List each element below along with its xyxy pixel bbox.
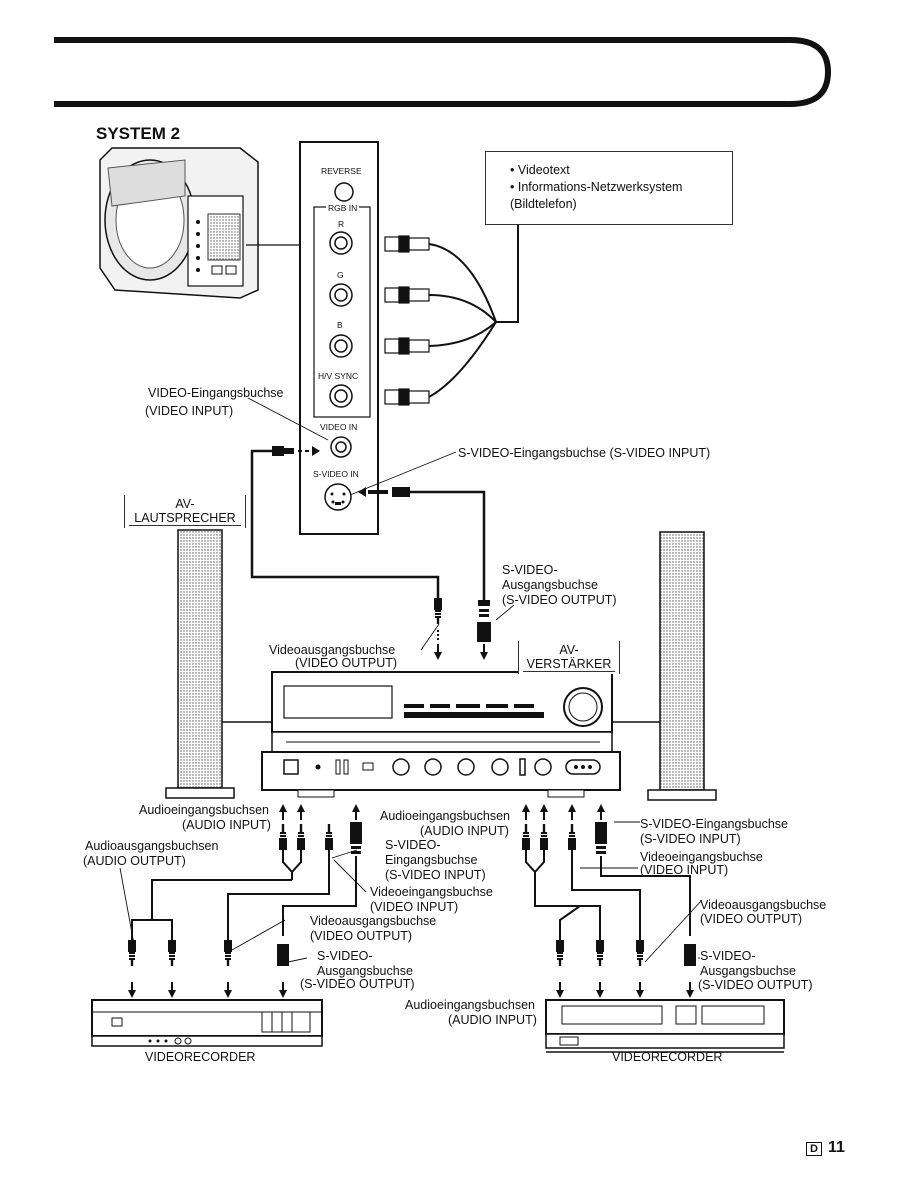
video-output-label-2: (VIDEO OUTPUT)	[295, 656, 398, 670]
language-badge: D	[806, 1142, 822, 1156]
page-footer: D 11	[806, 1139, 845, 1157]
video-cables	[247, 397, 486, 600]
vcr-audio-in-1: Audioeingangsbuchsen	[405, 998, 535, 1012]
info-item: (Bildtelefon)	[510, 197, 577, 211]
left-video-out-2: (VIDEO OUTPUT)	[310, 929, 413, 943]
av-speaker-line: LAUTSPRECHER	[129, 511, 241, 526]
av-amp-line: AV-	[559, 643, 579, 657]
b-label: B	[337, 320, 343, 330]
right-video-in-2: (VIDEO INPUT)	[640, 863, 729, 877]
svideo-output-label-1: S-VIDEO-	[502, 563, 558, 577]
video-input-label-en: (VIDEO INPUT)	[145, 404, 234, 418]
page-title: SYSTEM 2	[96, 124, 181, 143]
right-audio-in-2: (AUDIO INPUT)	[420, 824, 509, 838]
right-svideo-out-1: S-VIDEO-	[700, 949, 756, 963]
projector-illustration	[99, 147, 300, 299]
vcr-right	[545, 999, 785, 1053]
page-number: 11	[827, 1139, 845, 1156]
right-svideo-in-1: S-VIDEO-Eingangsbuchse	[640, 817, 788, 831]
right-svideo-out-3: (S-VIDEO OUTPUT)	[698, 978, 813, 992]
left-video-out-1: Videoausgangsbuchse	[310, 914, 437, 928]
av-amplifier	[261, 671, 621, 798]
right-amp-plugs	[522, 804, 703, 998]
svideo-input-label: S-VIDEO-Eingangsbuchse (S-VIDEO INPUT)	[458, 446, 711, 460]
info-item: • Videotext	[510, 163, 570, 177]
left-audio-out-1: Audioausgangsbuchsen	[85, 839, 219, 853]
video-in-label: VIDEO IN	[320, 422, 358, 432]
left-video-in-2: (VIDEO INPUT)	[370, 900, 459, 914]
svideo-output-label-3: (S-VIDEO OUTPUT)	[502, 593, 617, 607]
right-video-out-2: (VIDEO OUTPUT)	[700, 912, 803, 926]
vcr-left	[91, 999, 323, 1047]
av-speaker-line: AV-	[175, 497, 195, 511]
left-svideo-out-1: S-VIDEO-	[317, 949, 373, 963]
svideo-output-label-2: Ausgangsbuchse	[502, 578, 598, 592]
hv-sync-label: H/V SYNC	[318, 371, 359, 381]
av-speaker-tag: AV- LAUTSPRECHER	[124, 495, 246, 528]
vcr-left-label: VIDEORECORDER	[145, 1050, 256, 1064]
av-amp-line: VERSTÄRKER	[523, 657, 615, 672]
bnc-cables	[384, 225, 519, 406]
left-svideo-in-2: Eingangsbuchse	[385, 853, 478, 867]
info-box: • Videotext • Informations-Netzwerksyste…	[485, 151, 733, 225]
left-svideo-in-3: (S-VIDEO INPUT)	[385, 868, 486, 882]
left-audio-in-1: Audioeingangsbuchsen	[139, 803, 269, 817]
header-bar	[54, 37, 832, 107]
vcr-right-label: VIDEORECORDER	[612, 1050, 723, 1064]
reverse-label: REVERSE	[321, 166, 362, 176]
amp-video-plugs	[420, 598, 515, 660]
left-svideo-in-1: S-VIDEO-	[385, 838, 441, 852]
right-video-in-1: Videoeingangsbuchse	[640, 850, 763, 864]
right-video-out-1: Videoausgangsbuchse	[700, 898, 827, 912]
rgb-in-label: RGB IN	[326, 203, 360, 213]
info-item: • Informations-Netzwerksystem	[510, 180, 683, 194]
speaker-right	[612, 531, 717, 801]
vcr-audio-in-2: (AUDIO INPUT)	[448, 1013, 537, 1027]
left-audio-out-2: (AUDIO OUTPUT)	[83, 854, 186, 868]
video-output-label-1: Videoausgangsbuchse	[269, 643, 396, 657]
speaker-left	[165, 529, 272, 799]
av-amp-tag: AV- VERSTÄRKER	[518, 641, 620, 674]
right-svideo-in-2: (S-VIDEO INPUT)	[640, 832, 741, 846]
right-audio-in-1: Audioeingangsbuchsen	[380, 809, 510, 823]
right-svideo-out-2: Ausgangsbuchse	[700, 964, 796, 978]
left-audio-in-2: (AUDIO INPUT)	[182, 818, 271, 832]
g-label: G	[337, 270, 344, 280]
left-amp-plugs	[119, 804, 367, 998]
svideo-in-label: S-VIDEO IN	[313, 469, 359, 479]
left-svideo-out-2: Ausgangsbuchse	[317, 964, 413, 978]
video-input-label-de: VIDEO-Eingangsbuchse	[148, 386, 284, 400]
left-video-in-1: Videoeingangsbuchse	[370, 885, 493, 899]
r-label: R	[338, 219, 345, 229]
left-svideo-out-3: (S-VIDEO OUTPUT)	[300, 977, 415, 991]
